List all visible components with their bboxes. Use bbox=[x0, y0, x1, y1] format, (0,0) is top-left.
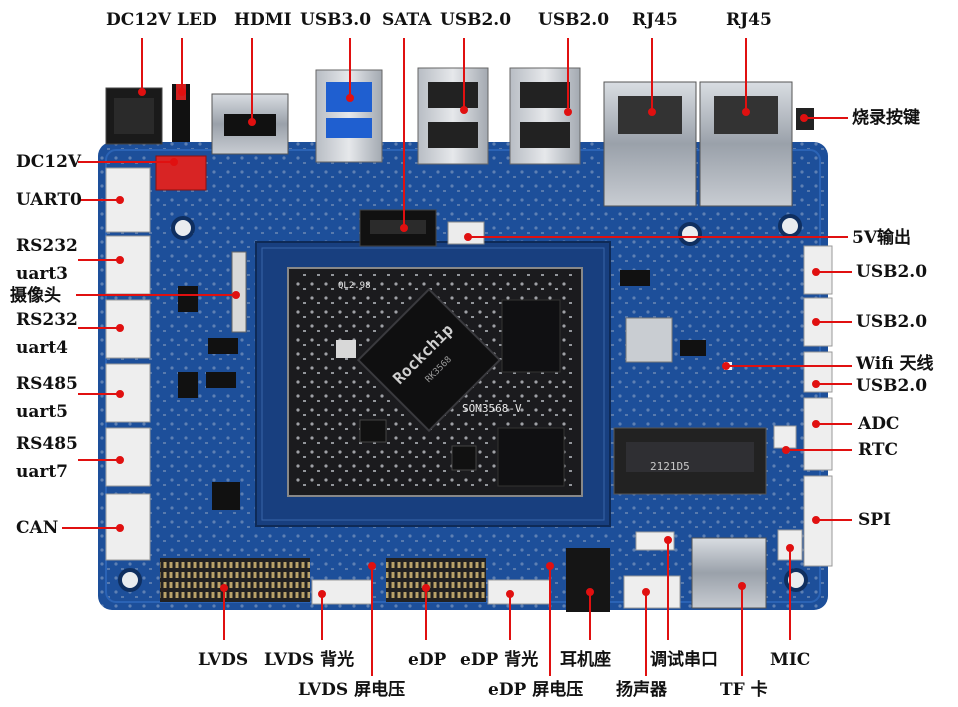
tf-slot bbox=[691, 537, 767, 609]
label-hdmi: HDMI bbox=[234, 10, 292, 30]
label-earphone: 耳机座 bbox=[560, 650, 611, 670]
label-spi: SPI bbox=[858, 510, 892, 530]
label-dc12v-led: DC12V LED bbox=[106, 10, 217, 30]
leader-lines bbox=[62, 38, 852, 676]
label-rs232-3: RS232 bbox=[16, 236, 78, 256]
label-rj45-b: RJ45 bbox=[726, 10, 772, 30]
label-sata: SATA bbox=[382, 10, 432, 30]
usb2-port-a bbox=[417, 67, 489, 165]
dc-jack bbox=[105, 87, 163, 145]
label-burn-key: 烧录按键 bbox=[852, 108, 920, 128]
label-uart5: uart5 bbox=[16, 402, 69, 422]
label-speaker: 扬声器 bbox=[616, 680, 667, 700]
edp-bl-connector bbox=[487, 579, 551, 605]
label-edp-voltage: eDP 屏电压 bbox=[488, 680, 584, 700]
label-usb2-2: USB2.0 bbox=[856, 312, 928, 332]
label-tf-card: TF 卡 bbox=[720, 680, 768, 700]
label-usb2-a: USB2.0 bbox=[440, 10, 512, 30]
label-uart3: uart3 bbox=[16, 264, 69, 284]
label-usb2-b: USB2.0 bbox=[538, 10, 610, 30]
label-5v-out: 5V输出 bbox=[852, 228, 912, 248]
left-connectors bbox=[105, 167, 151, 561]
label-uart4: uart4 bbox=[16, 338, 69, 358]
camera-fpc bbox=[231, 251, 247, 333]
lvds-header bbox=[160, 558, 310, 602]
label-uart0: UART0 bbox=[16, 190, 82, 210]
m2-label: 2121D5 bbox=[650, 460, 690, 473]
mounting-holes bbox=[118, 214, 808, 592]
label-rs485-7: RS485 bbox=[16, 434, 78, 454]
label-rj45-a: RJ45 bbox=[632, 10, 678, 30]
label-rtc: RTC bbox=[858, 440, 899, 460]
label-usb3: USB3.0 bbox=[300, 10, 372, 30]
label-dc12v: DC12V bbox=[16, 152, 82, 172]
label-lvds: LVDS bbox=[198, 650, 249, 670]
label-usb2-1: USB2.0 bbox=[856, 262, 928, 282]
soc-chip: Rockchip RK3568 bbox=[356, 287, 502, 433]
debug-connector bbox=[635, 531, 675, 551]
label-edp: eDP bbox=[408, 650, 447, 670]
label-usb2-3: USB2.0 bbox=[856, 376, 928, 396]
label-uart7: uart7 bbox=[16, 462, 69, 482]
label-lvds-voltage: LVDS 屏电压 bbox=[298, 680, 406, 700]
out5v-connector bbox=[447, 221, 485, 245]
earphone-jack bbox=[566, 548, 610, 612]
label-mic: MIC bbox=[770, 650, 811, 670]
usb2-port-b bbox=[509, 67, 581, 165]
som-label: SOM3568-V bbox=[462, 402, 522, 415]
label-camera: 摄像头 bbox=[10, 286, 61, 306]
label-wifi: Wifi 天线 bbox=[856, 354, 934, 374]
edp-header bbox=[386, 558, 486, 602]
label-adc: ADC bbox=[858, 414, 900, 434]
label-lvds-backlight: LVDS 背光 bbox=[264, 650, 355, 670]
label-rs232-4: RS232 bbox=[16, 310, 78, 330]
label-edp-backlight: eDP 背光 bbox=[460, 650, 539, 670]
label-can: CAN bbox=[16, 518, 59, 538]
rj45-port-a bbox=[603, 81, 697, 207]
label-debug-uart: 调试串口 bbox=[650, 650, 718, 670]
wifi-module bbox=[625, 317, 673, 363]
label-rs485-5: RS485 bbox=[16, 374, 78, 394]
speaker-connector bbox=[623, 575, 681, 609]
som-ql-label: QL2.98 bbox=[338, 281, 371, 291]
hdmi-port bbox=[211, 93, 289, 155]
